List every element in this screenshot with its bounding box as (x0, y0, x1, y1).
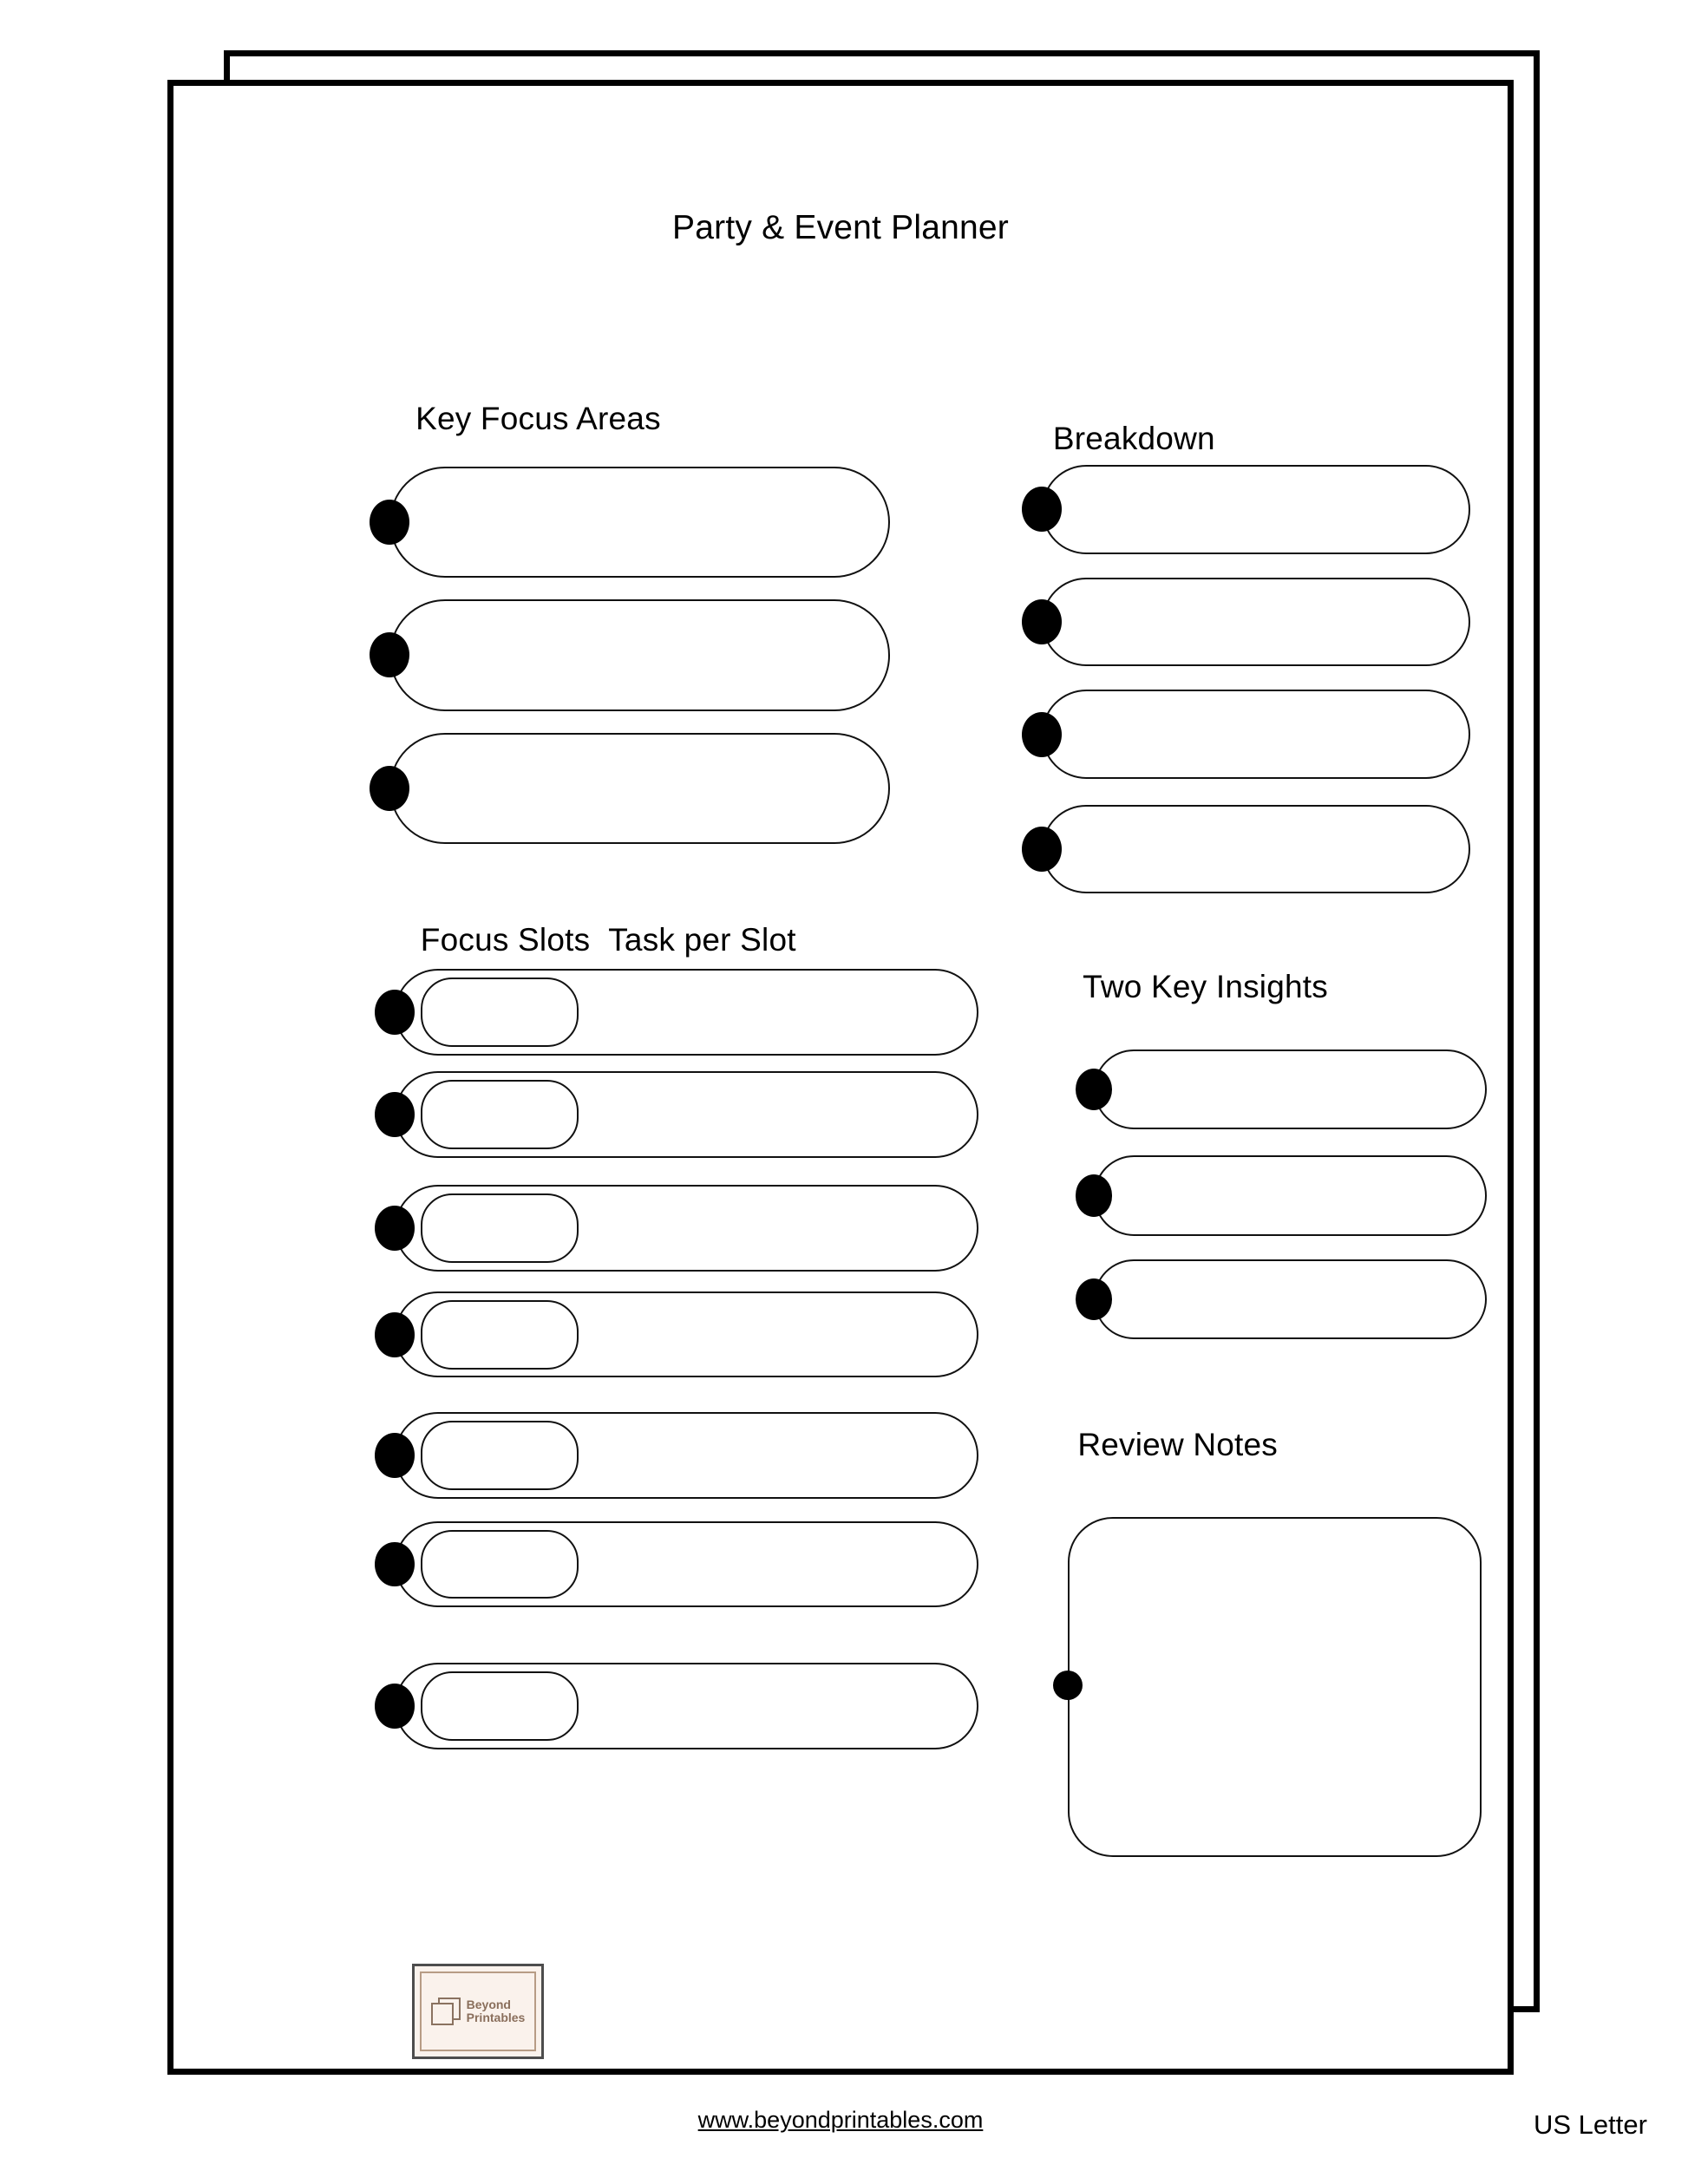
breakdown-field-4[interactable] (1042, 804, 1471, 894)
brand-logo-inner-frame: Beyond Printables (420, 1971, 536, 2051)
focus-slots-bullet-6 (375, 1541, 415, 1587)
brand-logo-text: Beyond Printables (467, 1998, 526, 2024)
focus-slots-bullet-1 (375, 990, 415, 1035)
two-key-insights-bullet-2 (1075, 1174, 1113, 1217)
breakdown-bullet-1 (1022, 487, 1062, 533)
focus-slot-time-field-7[interactable] (420, 1671, 579, 1742)
two-key-insights-field-3[interactable] (1093, 1259, 1487, 1340)
focus-slot-time-field-5[interactable] (420, 1421, 579, 1491)
breakdown-bullet-4 (1022, 827, 1062, 873)
review-notes-bullet-1 (1052, 1670, 1083, 1700)
section-heading-breakdown: Breakdown (1052, 420, 1215, 456)
key-focus-areas-bullet-1 (370, 499, 410, 545)
brand-logo-line2: Printables (466, 2011, 526, 2024)
section-heading-key-focus-areas: Key Focus Areas (415, 401, 661, 437)
focus-slots-bullet-2 (375, 1092, 415, 1138)
page-content-area: Party & Event Planner Key Focus Areas Br… (173, 86, 1508, 2133)
focus-slot-time-field-6[interactable] (420, 1529, 579, 1599)
page-title: Party & Event Planner (672, 209, 1009, 246)
key-focus-areas-field-1[interactable] (389, 466, 890, 578)
section-heading-focus-slots: Focus Slots (420, 922, 591, 958)
paper-size-label: US Letter (1534, 2109, 1647, 2140)
focus-slots-bullet-3 (375, 1206, 415, 1252)
breakdown-field-2[interactable] (1042, 577, 1471, 667)
key-focus-areas-bullet-3 (370, 766, 410, 812)
page-sheet: Party & Event Planner Key Focus Areas Br… (167, 80, 1514, 2133)
brand-logo-line1: Beyond (466, 1998, 511, 2011)
two-key-insights-field-2[interactable] (1093, 1155, 1487, 1236)
breakdown-field-1[interactable] (1042, 465, 1471, 554)
breakdown-bullet-3 (1022, 711, 1062, 757)
focus-slots-bullet-5 (375, 1433, 415, 1479)
review-notes-field[interactable] (1067, 1517, 1482, 1857)
stacked-pages-icon (430, 1998, 461, 2025)
two-key-insights-bullet-3 (1075, 1278, 1113, 1321)
site-url-link[interactable]: www.beyondprintables.com (697, 2107, 984, 2133)
breakdown-field-3[interactable] (1042, 690, 1471, 779)
section-heading-two-key-insights: Two Key Insights (1083, 969, 1328, 1005)
section-heading-review-notes: Review Notes (1077, 1427, 1279, 1463)
focus-slot-time-field-3[interactable] (420, 1193, 579, 1264)
breakdown-bullet-2 (1022, 599, 1062, 645)
focus-slot-time-field-4[interactable] (420, 1299, 579, 1370)
focus-slot-time-field-1[interactable] (420, 978, 579, 1047)
focus-slots-bullet-4 (375, 1311, 415, 1357)
key-focus-areas-field-3[interactable] (389, 733, 890, 845)
two-key-insights-field-1[interactable] (1093, 1049, 1487, 1130)
focus-slot-time-field-2[interactable] (420, 1080, 579, 1150)
brand-logo: Beyond Printables (412, 1964, 544, 2059)
section-heading-task-per-slot: Task per Slot (608, 922, 796, 958)
focus-slots-bullet-7 (375, 1684, 415, 1730)
key-focus-areas-bullet-2 (370, 632, 410, 678)
two-key-insights-bullet-1 (1075, 1068, 1113, 1111)
key-focus-areas-field-2[interactable] (389, 599, 890, 711)
